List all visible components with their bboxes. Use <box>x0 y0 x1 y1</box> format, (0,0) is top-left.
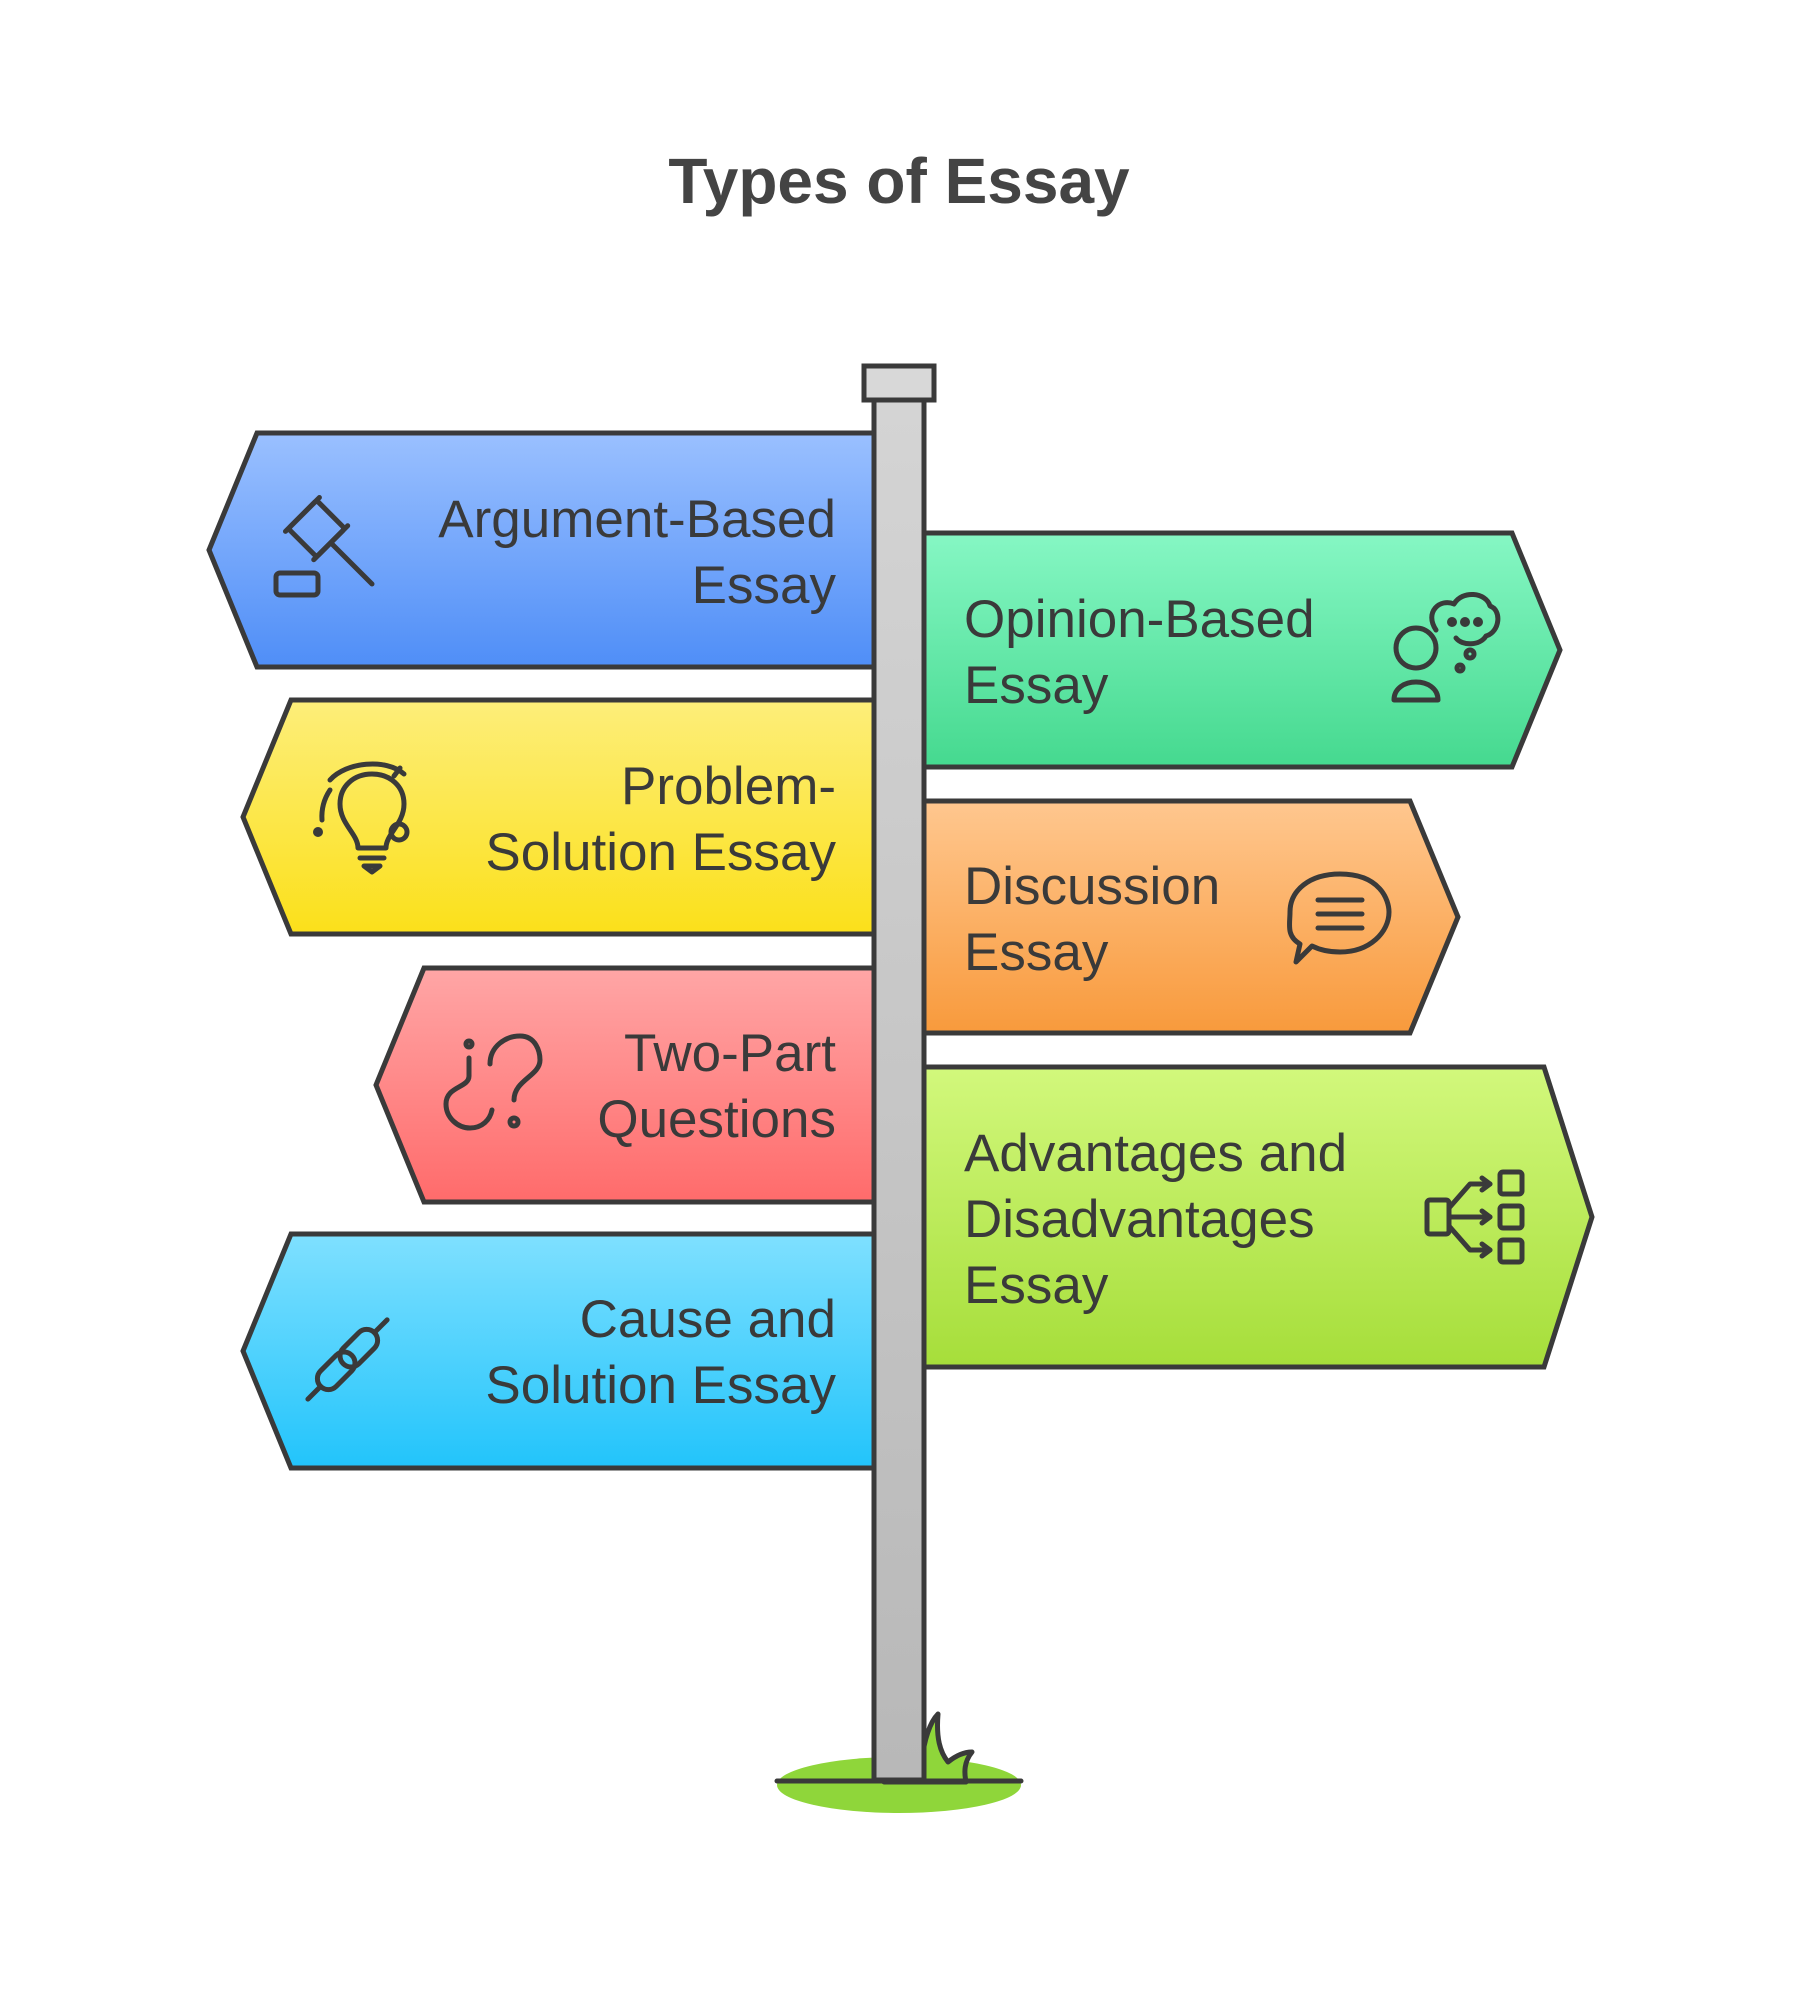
gavel-icon <box>273 494 375 598</box>
page-title: Types of Essay <box>668 145 1130 217</box>
sign-label-line-1: Cause and <box>580 1290 836 1349</box>
sign-label-line-1: Two-Part <box>624 1024 836 1083</box>
pole <box>871 395 927 1783</box>
sign-board <box>240 697 877 937</box>
lightbulb-icon <box>313 761 410 875</box>
sign-label-line-2: Solution Essay <box>485 823 836 882</box>
sign-label-line-1: Argument-Based <box>438 490 836 549</box>
sign-board <box>921 530 1563 770</box>
sign-label-line-1: Problem- <box>621 757 836 816</box>
sign-advantages-disadvantages-essay: Advantages and Disadvantages Essay <box>921 1064 1595 1370</box>
sign-board <box>206 430 877 670</box>
sign-problem-solution-essay: Problem- Solution Essay <box>240 697 877 937</box>
sign-label-line-3: Essay <box>964 1256 1109 1315</box>
question-marks-icon <box>443 1033 543 1131</box>
sign-label-line-2: Disadvantages <box>964 1190 1315 1249</box>
sign-board <box>240 1231 877 1471</box>
sign-label-line-1: Advantages and <box>964 1124 1347 1183</box>
person-thinking-icon <box>1391 592 1501 703</box>
sign-opinion-based-essay: Opinion-Based Essay <box>921 530 1563 770</box>
sign-label-line-2: Questions <box>597 1090 836 1149</box>
sign-board <box>373 965 877 1205</box>
sign-discussion-essay: Discussion Essay <box>921 798 1461 1036</box>
sign-two-part-questions: Two-Part Questions <box>373 965 877 1205</box>
sign-argument-based-essay: Argument-Based Essay <box>206 430 877 670</box>
sign-label-line-2: Essay <box>692 556 837 615</box>
pole-cap <box>861 363 937 403</box>
sign-label-line-1: Discussion <box>964 857 1220 916</box>
sign-cause-solution-essay: Cause and Solution Essay <box>240 1231 877 1471</box>
sign-label-line-1: Opinion-Based <box>964 590 1315 649</box>
sign-label-line-2: Solution Essay <box>485 1356 836 1415</box>
sign-board <box>921 1064 1595 1370</box>
chain-link-icon <box>305 1317 390 1402</box>
sign-board <box>921 798 1461 1036</box>
speech-bubble-icon <box>1286 871 1392 965</box>
flow-branch-icon <box>1424 1169 1525 1265</box>
sign-label-line-2: Essay <box>964 923 1109 982</box>
sign-label-line-2: Essay <box>964 656 1109 715</box>
